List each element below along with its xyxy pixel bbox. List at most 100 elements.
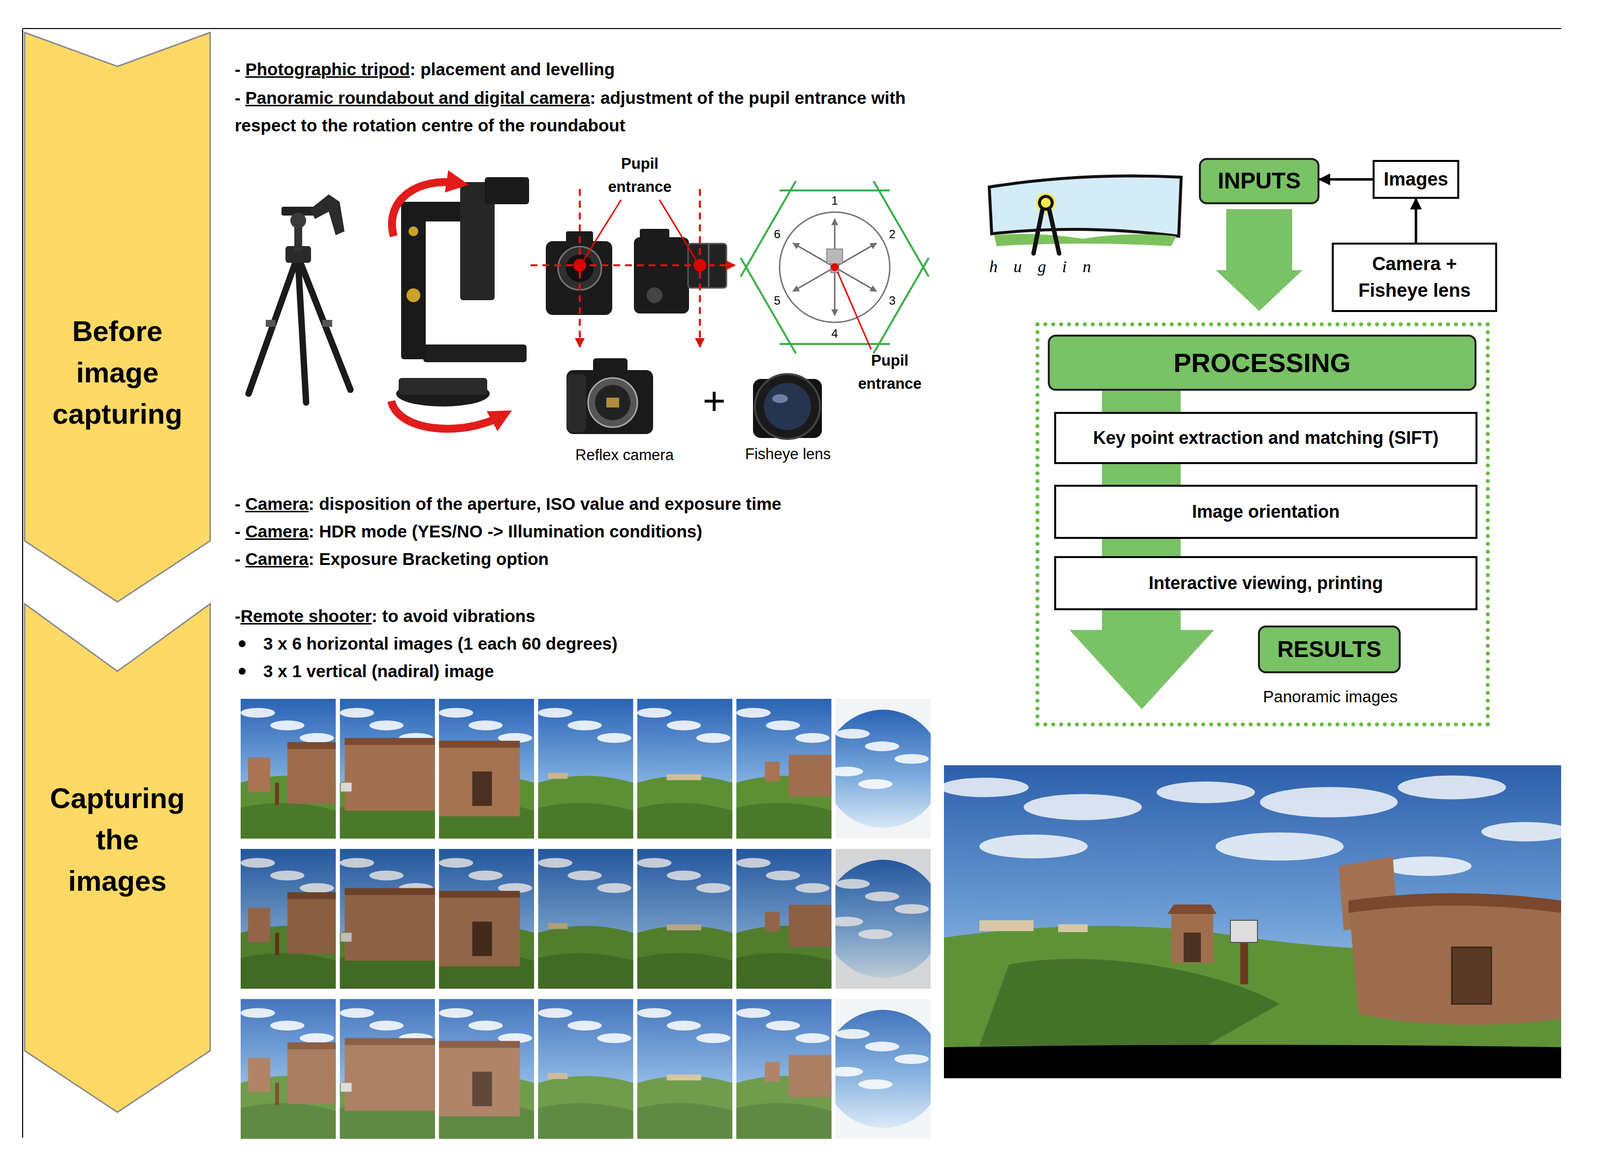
head-knob <box>408 226 419 237</box>
roof <box>344 738 435 746</box>
photo-sky <box>537 698 633 839</box>
photo-tile <box>240 999 336 1139</box>
hexagon-edge <box>740 181 796 277</box>
figure-caption: Reflex camera <box>560 445 689 466</box>
camera-icon <box>826 249 843 264</box>
photo-tile <box>835 848 931 989</box>
tripod-lock <box>265 319 276 327</box>
head-rail <box>423 344 527 363</box>
cloud <box>858 779 893 789</box>
head-arm <box>401 211 426 360</box>
tripod-ball <box>290 212 307 229</box>
hugin-logo <box>989 176 1182 254</box>
underlined-term: Camera <box>245 549 309 569</box>
cloud <box>596 733 632 744</box>
photo-tile <box>339 848 435 989</box>
lens-mount <box>588 377 638 428</box>
logo-grass <box>994 233 1177 247</box>
photo-sky <box>439 999 534 1139</box>
camera-body <box>633 237 690 314</box>
underlined-term: Camera <box>245 494 309 514</box>
photo-tile <box>835 698 931 839</box>
results-box: RESULTS <box>1257 625 1401 674</box>
photo-tile <box>835 999 931 1139</box>
roof <box>439 740 520 748</box>
cloud <box>795 733 830 744</box>
callout-number: 4 <box>824 326 845 342</box>
building <box>344 740 435 811</box>
pano-sky <box>943 765 1562 1079</box>
exposure-tint <box>637 848 733 989</box>
cloud <box>1397 775 1506 800</box>
exposure-tint <box>835 848 931 989</box>
exposure-tint <box>339 848 435 989</box>
cloud <box>439 707 474 718</box>
photo-sky <box>537 999 633 1139</box>
cloud <box>943 777 1029 798</box>
chevron-shape <box>24 603 211 1113</box>
photo-sky <box>637 848 733 989</box>
cloud <box>666 720 702 731</box>
photo-tile <box>637 999 733 1139</box>
bullet-dot <box>238 640 246 648</box>
cloud <box>299 733 335 744</box>
frame-line <box>22 28 1562 30</box>
photo-sky <box>637 698 733 839</box>
logo-figure <box>1033 209 1060 254</box>
logo-text: hugin <box>989 255 1187 278</box>
photo-ground <box>537 775 633 839</box>
box-text: Images <box>1383 168 1449 191</box>
camera-views <box>530 188 735 347</box>
building <box>439 743 520 817</box>
processing-region: Panoramic imagesPROCESSINGKey point extr… <box>1035 322 1490 727</box>
camera-prism <box>593 358 628 376</box>
cloud <box>765 720 801 731</box>
instruction-text: - Camera: Exposure Bracketing option <box>234 545 934 573</box>
photo-sky <box>736 698 832 839</box>
lens-mount <box>595 384 631 421</box>
cloud <box>369 720 404 731</box>
box-text: Image orientation <box>1192 501 1340 523</box>
instruction-text: - Camera: HDR mode (YES/NO -> Illuminati… <box>234 517 934 546</box>
callout-number: 5 <box>767 293 787 309</box>
chevron-shape <box>24 32 211 602</box>
cloud <box>1382 856 1472 877</box>
instruction-text: -Remote shooter: to avoid vibrations <box>234 602 934 630</box>
cloud <box>468 720 503 731</box>
cloud <box>696 733 731 744</box>
flow-arrow <box>1216 209 1303 312</box>
building <box>788 754 832 797</box>
cloud <box>270 720 305 731</box>
camera-clamp <box>484 177 530 205</box>
box-text: Interactive viewing, printing <box>1148 572 1383 594</box>
camera-grip <box>566 374 587 433</box>
bullet-text: 3 x 6 horizontal images (1 each 60 degre… <box>263 629 933 658</box>
rotation-arrow <box>392 182 458 237</box>
photo-ground <box>637 775 733 839</box>
leader-line <box>837 272 872 350</box>
camera-body <box>566 370 654 435</box>
tripod-figure <box>248 194 351 403</box>
nadir-band <box>943 1044 1562 1079</box>
text-part: - <box>234 59 246 79</box>
photo-shadow <box>736 802 832 839</box>
photo-sky <box>339 999 435 1139</box>
rotation-arrow <box>391 401 502 429</box>
photo-ground <box>835 848 931 989</box>
sign-plate <box>1230 920 1258 943</box>
instruction-text: - Camera: disposition of the aperture, I… <box>234 490 934 518</box>
camera-icon <box>830 263 839 273</box>
pano-shadow <box>979 959 1280 1046</box>
stage-title: Capturing the images <box>43 777 192 902</box>
photo-tile <box>439 698 534 839</box>
exposure-tint <box>439 848 534 989</box>
fisheye-sky <box>835 709 931 828</box>
exposure-tint <box>537 999 633 1139</box>
panoramic-head <box>391 177 530 429</box>
callout-number: 3 <box>882 293 903 309</box>
text-part: : Exposure Bracketing option <box>308 549 549 569</box>
box-text: Panoramic images <box>1231 687 1429 707</box>
exposure-tint <box>240 999 336 1139</box>
box-text: PROCESSING <box>1173 346 1351 379</box>
